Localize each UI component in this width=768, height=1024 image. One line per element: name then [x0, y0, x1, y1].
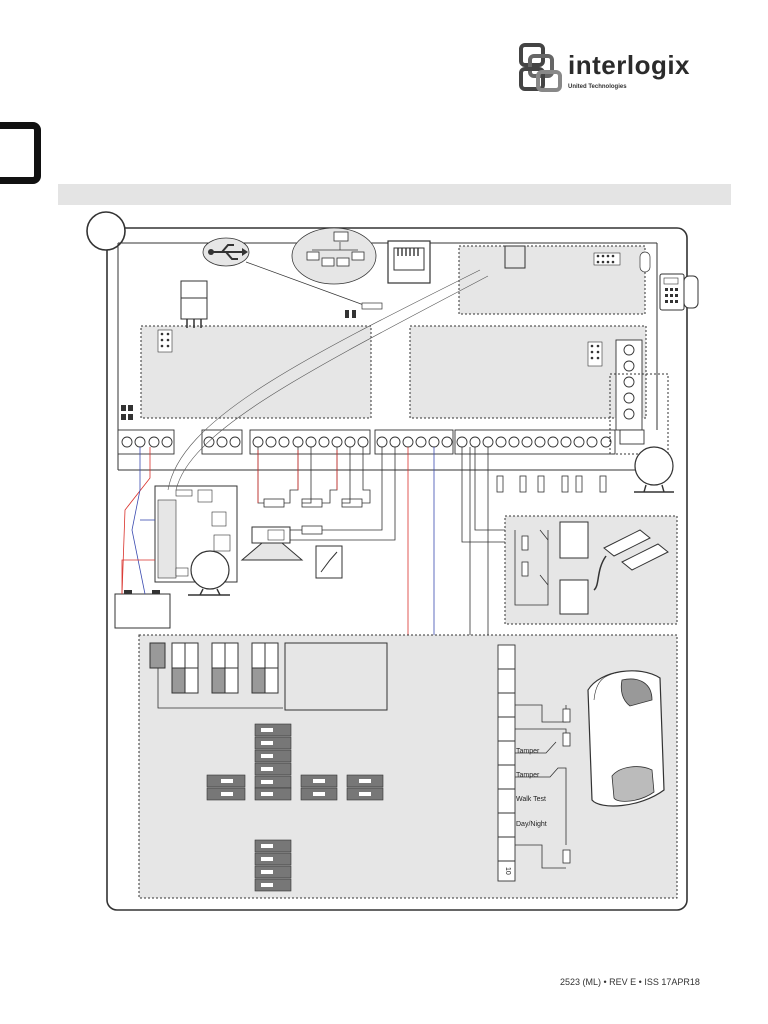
usb-icon: [202, 237, 250, 267]
logo-brand-text: interlogix: [568, 50, 691, 80]
power-connector: [180, 280, 208, 320]
interlogix-logo: interlogix United Technologies: [518, 42, 738, 102]
battery-icon: [114, 590, 171, 629]
expansion-slot-left: [140, 325, 372, 419]
document-code: 2523 (ML) • REV E • ISS 17APR18: [560, 977, 700, 987]
manual-switch-icon: [559, 579, 589, 615]
zone-inputs-panel: [504, 515, 678, 625]
keypad-telephone-icon: [659, 273, 699, 311]
network-icon: [291, 227, 377, 285]
day-night-label: Day/Night: [516, 821, 547, 828]
terminal-number-10: 10: [504, 867, 511, 875]
expansion-slot-right: [409, 325, 647, 419]
tamper-label-2: Tamper: [516, 772, 540, 779]
keypad-modules: [171, 642, 279, 694]
walk-test-label: Walk Test: [516, 796, 546, 803]
display-module: [284, 642, 388, 711]
transformer-icon: [634, 446, 674, 493]
siren-icon: [240, 526, 304, 561]
detector-terminal-strip: [497, 644, 516, 882]
page-tab-mark: [0, 122, 41, 184]
step-circle: [86, 211, 126, 251]
logo-sub-text: United Technologies: [568, 84, 627, 90]
manual-switch-icon: [559, 521, 589, 559]
manual-switch-icon: [315, 545, 343, 579]
tamper-label-1: Tamper: [516, 748, 540, 755]
transformer-icon: [188, 550, 230, 596]
logo-mark-icon: [519, 43, 562, 92]
header-band: [58, 184, 731, 205]
magnetic-contact-icon: [593, 529, 669, 591]
rj45-port-icon: [387, 240, 431, 284]
pir-detector-icon: [587, 670, 665, 807]
